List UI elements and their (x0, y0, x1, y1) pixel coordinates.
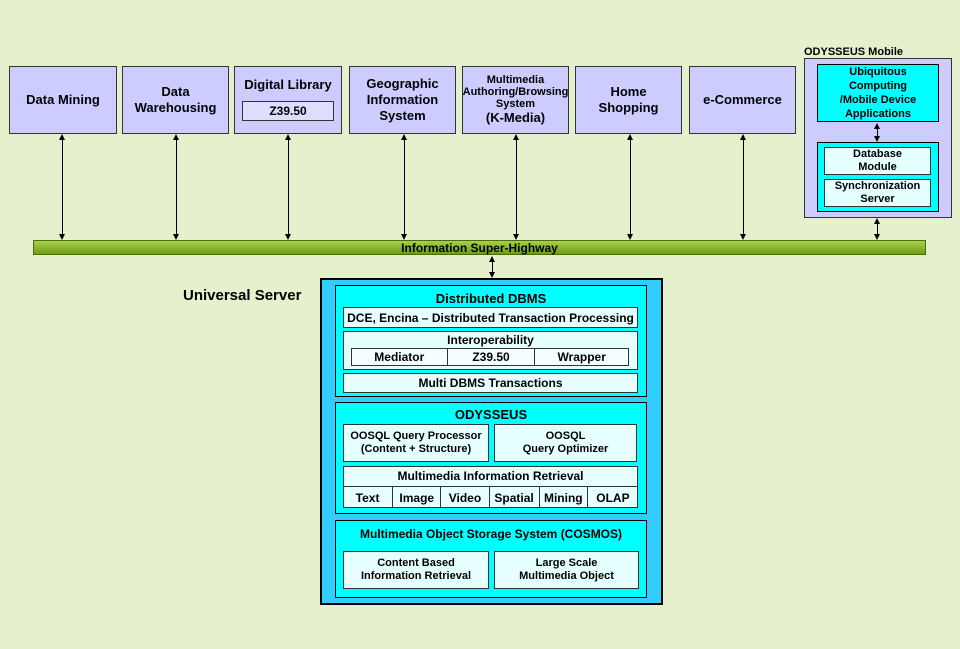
sync-server-line: Server (860, 193, 895, 205)
multi-dbms-box: Multi DBMS Transactions (343, 373, 638, 393)
interop-row: Mediator Z39.50 Wrapper (351, 348, 629, 366)
app-label: Data Mining (26, 92, 100, 107)
app-label: System (495, 98, 536, 110)
database-module-line: Database (853, 148, 902, 160)
cbir-line: Information Retrieval (360, 570, 472, 582)
large-scale-mm-object: Large Scale Multimedia Object (494, 551, 639, 589)
app-label: e-Commerce (703, 92, 782, 107)
ubiquitous-line: Ubiquitous (849, 66, 907, 78)
interop-z3950: Z39.50 (448, 349, 536, 365)
interoperability-title: Interoperability (447, 333, 534, 347)
oosql-query-processor: OOSQL Query Processor (Content + Structu… (343, 424, 489, 462)
mobile-title: ODYSSEUS Mobile (804, 46, 904, 58)
app-home-shopping: Home Shopping (575, 66, 682, 134)
ubiquitous-line: /Mobile Device (839, 94, 917, 106)
app-gis: Geographic Information System (349, 66, 456, 134)
dce-label: DCE, Encina – Distributed Transaction Pr… (347, 310, 634, 325)
mir-spatial: Spatial (490, 487, 540, 508)
content-based-ir: Content Based Information Retrieval (343, 551, 489, 589)
mir-olap: OLAP (596, 490, 630, 505)
app-label: Home (610, 84, 647, 99)
cosmos-title: Multimedia Object Storage System (COSMOS… (359, 527, 623, 541)
app-data-warehousing: Data Warehousing (122, 66, 229, 134)
app-label: Information (366, 92, 439, 107)
interop-mediator: Mediator (352, 349, 448, 365)
qo-line: Query Optimizer (522, 443, 609, 455)
ubiquitous-line: Computing (848, 80, 908, 92)
qp-line: (Content + Structure) (360, 443, 472, 455)
lsmo-line: Multimedia Object (519, 570, 614, 582)
information-super-highway: Information Super-Highway (33, 240, 926, 255)
universal-server-label: Universal Server (183, 286, 302, 304)
mir-mining: Mining (540, 487, 588, 508)
mir-video: Video (441, 487, 490, 508)
app-label: Digital Library (244, 77, 332, 92)
database-module-box: Database Module (824, 147, 931, 175)
app-label: System (379, 108, 426, 123)
app-label: Data (161, 84, 190, 99)
oosql-query-optimizer: OOSQL Query Optimizer (494, 424, 637, 462)
app-label: Authoring/Browsing (462, 86, 569, 98)
interop-wrapper: Wrapper (557, 350, 606, 364)
ddbms-title: Distributed DBMS (435, 290, 547, 306)
app-label: Multimedia (486, 74, 545, 86)
highway-label: Information Super-Highway (401, 240, 558, 255)
mir-text: Text (343, 487, 394, 508)
ubiquitous-line: Applications (844, 108, 911, 120)
sync-server-line: Synchronization (834, 180, 921, 192)
database-module-line: Module (858, 161, 897, 173)
ubiquitous-box: Ubiquitous Computing /Mobile Device Appl… (817, 64, 939, 122)
qp-line: OOSQL Query Processor (350, 430, 482, 442)
sync-server-box: Synchronization Server (824, 179, 931, 207)
multi-dbms-label: Multi DBMS Transactions (418, 376, 563, 390)
app-label: Warehousing (134, 100, 217, 115)
cbir-line: Content Based (377, 557, 455, 569)
app-ecommerce: e-Commerce (689, 66, 796, 134)
app-label: Shopping (598, 100, 659, 115)
mir-title: Multimedia Information Retrieval (397, 469, 584, 483)
app-data-mining: Data Mining (9, 66, 117, 134)
z3950-label: Z39.50 (269, 104, 307, 118)
app-multimedia: Multimedia Authoring/Browsing System (K-… (462, 66, 569, 134)
app-label: Geographic (366, 76, 439, 91)
app-digital-library: Digital Library Z39.50 (234, 66, 342, 134)
mir-row: Text Image Video Spatial Mining OLAP (343, 486, 638, 508)
odysseus-title: ODYSSEUS (454, 406, 528, 422)
lsmo-line: Large Scale (535, 557, 598, 569)
z3950-box: Z39.50 (242, 101, 334, 121)
mir-image: Image (393, 487, 442, 508)
qo-line: OOSQL (545, 430, 586, 442)
app-label-kmedia: (K-Media) (485, 110, 546, 125)
dce-box: DCE, Encina – Distributed Transaction Pr… (343, 307, 638, 328)
